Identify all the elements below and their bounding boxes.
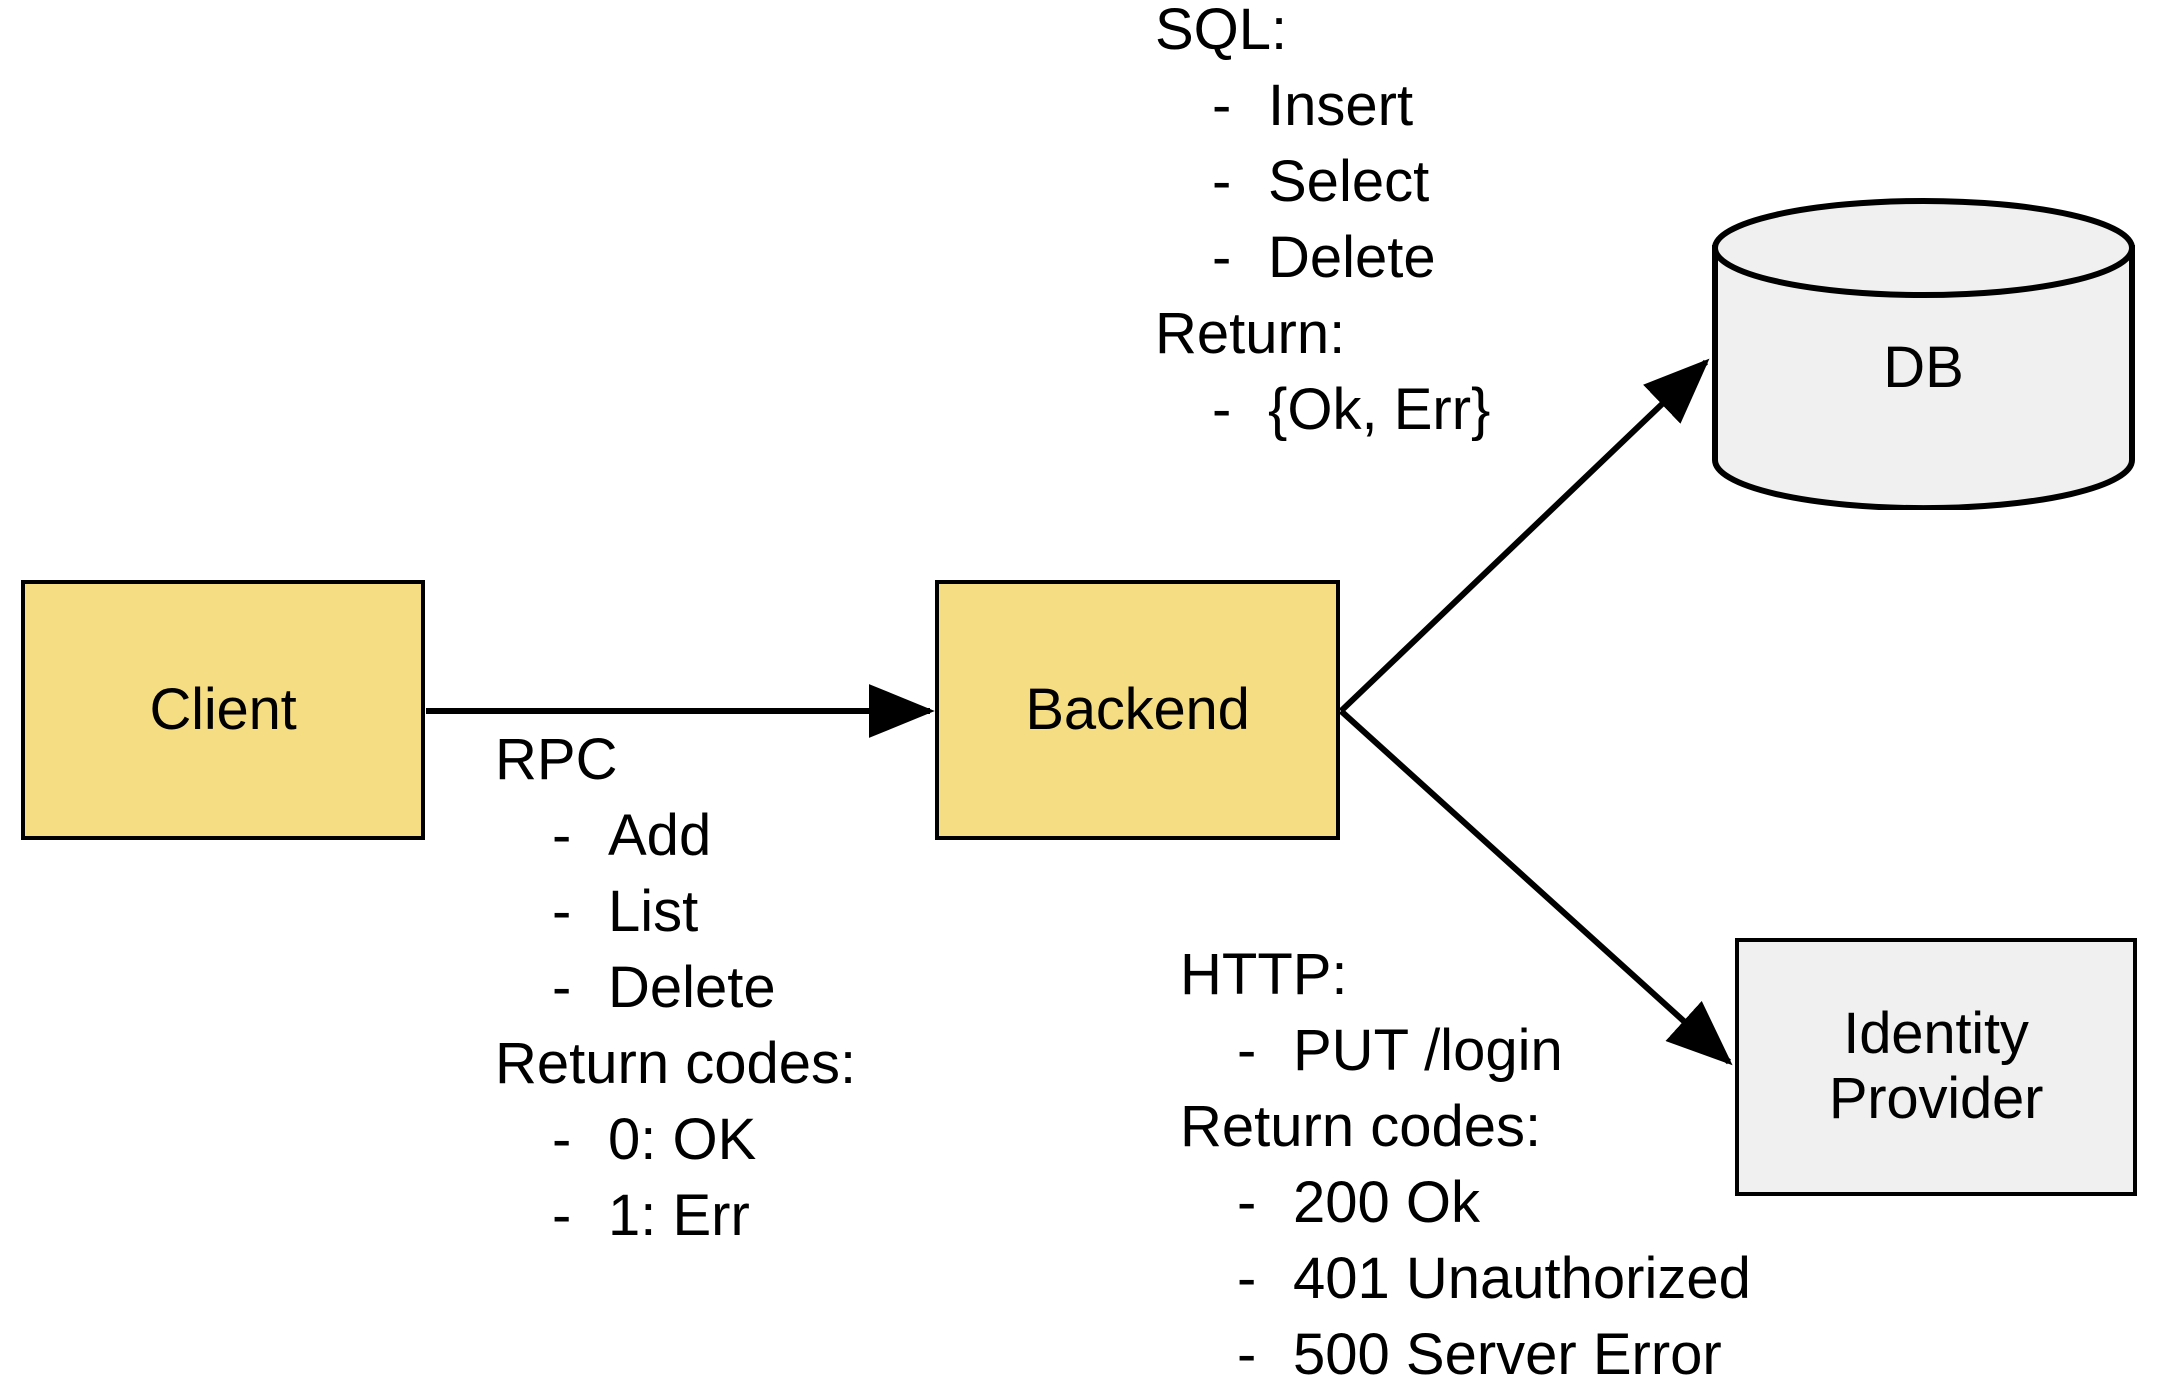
- annotation-sql-operation-text: Delete: [1268, 225, 1436, 290]
- bullet-dash: -: [552, 1183, 572, 1248]
- annotation-sql-return: -{Ok, Err}: [1155, 372, 1490, 448]
- annotation-rpc-operation: -Delete: [495, 950, 856, 1026]
- annotation-rpc-return: -1: Err: [495, 1178, 856, 1254]
- annotation-sql-return-text: {Ok, Err}: [1268, 377, 1491, 442]
- node-db[interactable]: DB: [1712, 198, 2135, 510]
- annotation-rpc-return-text: 1: Err: [608, 1183, 750, 1248]
- bullet-dash: -: [1212, 149, 1232, 214]
- annotation-http-protocol-heading: HTTP:: [1180, 942, 1348, 1007]
- node-idp-label-line1: Identity: [1843, 1001, 2029, 1067]
- node-idp-label-line2: Provider: [1828, 1066, 2044, 1131]
- node-db-label: DB: [1883, 334, 1964, 400]
- annotation-http-return-heading: Return codes:: [1180, 1094, 1542, 1159]
- bullet-dash: -: [552, 803, 572, 868]
- annotation-rpc-operation-text: List: [608, 879, 699, 944]
- annotation-rpc-return: -0: OK: [495, 1102, 856, 1178]
- annotation-sql-return-heading: Return:: [1155, 301, 1346, 366]
- annotation-rpc-operation: -List: [495, 874, 856, 950]
- bullet-dash: -: [552, 1107, 572, 1172]
- database-cylinder-icon: [1712, 198, 2135, 510]
- annotation-http-return-text: 500 Server Error: [1293, 1322, 1722, 1387]
- annotation-sql-operation-text: Select: [1268, 149, 1430, 214]
- bullet-dash: -: [1237, 1322, 1257, 1387]
- annotation-rpc-operation-text: Delete: [608, 955, 776, 1020]
- annotation-http-operation-text: PUT /login: [1293, 1018, 1563, 1083]
- bullet-dash: -: [1237, 1246, 1257, 1311]
- node-db-label-wrap: DB: [1712, 198, 2135, 510]
- annotation-sql-operation: -Delete: [1155, 220, 1490, 296]
- node-backend-label: Backend: [1025, 676, 1250, 742]
- bullet-dash: -: [552, 955, 572, 1020]
- annotation-sql: SQL: -Insert -Select -Delete Return: -{O…: [1155, 0, 1490, 448]
- annotation-rpc: RPC -Add -List -Delete Return codes: -0:…: [495, 722, 856, 1254]
- annotation-sql-protocol-heading: SQL:: [1155, 0, 1288, 62]
- annotation-http-return: -401 Unauthorized: [1180, 1241, 1751, 1317]
- annotation-sql-operation: -Insert: [1155, 68, 1490, 144]
- node-identity-provider-label: Identity Provider: [1828, 1001, 2044, 1132]
- annotation-http: HTTP: -PUT /login Return codes: -200 Ok …: [1180, 937, 1751, 1393]
- bullet-dash: -: [552, 879, 572, 944]
- bullet-dash: -: [1237, 1018, 1257, 1083]
- annotation-http-return-text: 401 Unauthorized: [1293, 1246, 1751, 1311]
- annotation-rpc-operation-text: Add: [608, 803, 712, 868]
- bullet-dash: -: [1212, 377, 1232, 442]
- annotation-http-return: -500 Server Error: [1180, 1317, 1751, 1393]
- annotation-http-return-text: 200 Ok: [1293, 1170, 1480, 1235]
- annotation-http-operation: -PUT /login: [1180, 1013, 1751, 1089]
- node-backend[interactable]: Backend: [935, 580, 1340, 840]
- node-client-label: Client: [149, 676, 297, 742]
- annotation-rpc-return-text: 0: OK: [608, 1107, 757, 1172]
- node-client[interactable]: Client: [21, 580, 425, 840]
- bullet-dash: -: [1212, 225, 1232, 290]
- annotation-rpc-return-heading: Return codes:: [495, 1031, 857, 1096]
- annotation-http-return: -200 Ok: [1180, 1165, 1751, 1241]
- annotation-rpc-protocol-heading: RPC: [495, 727, 618, 792]
- annotation-rpc-operation: -Add: [495, 798, 856, 874]
- bullet-dash: -: [1237, 1170, 1257, 1235]
- node-identity-provider[interactable]: Identity Provider: [1735, 938, 2137, 1196]
- bullet-dash: -: [1212, 73, 1232, 138]
- annotation-sql-operation-text: Insert: [1268, 73, 1414, 138]
- annotation-sql-operation: -Select: [1155, 144, 1490, 220]
